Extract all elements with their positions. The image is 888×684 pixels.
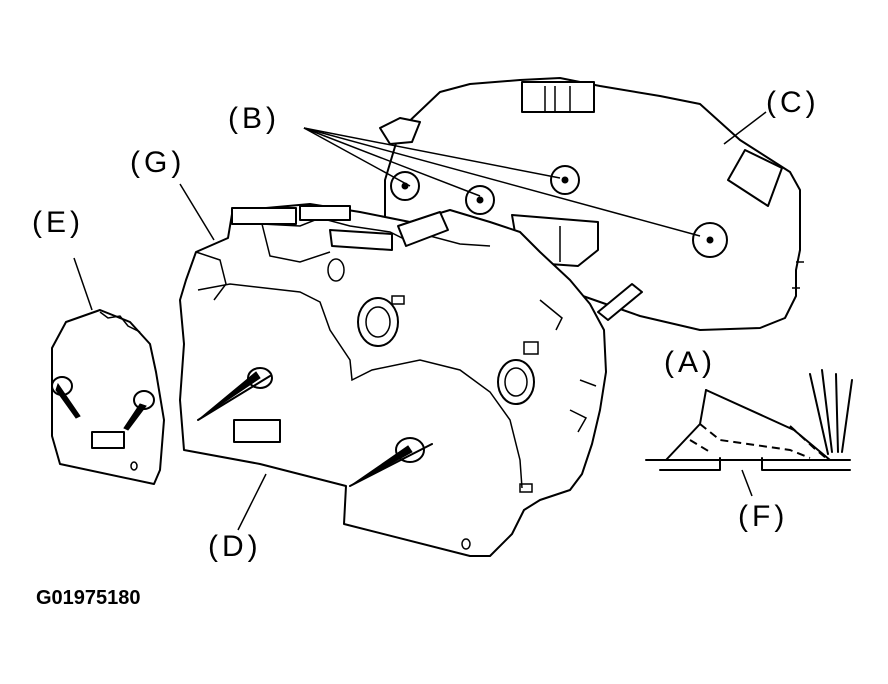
bulb-socket: [550, 165, 580, 195]
callout-e: (E): [32, 206, 84, 239]
callout-f: (F): [738, 500, 788, 533]
gauge-needle-center: [349, 437, 433, 487]
bulb-socket: [465, 185, 495, 215]
sub-gauge-plate: [51, 309, 165, 485]
callout-c: (C): [766, 86, 820, 119]
needle-detail: [645, 369, 853, 471]
figure-id: G01975180: [36, 587, 141, 609]
lcd-window: [233, 419, 281, 443]
gauge-needle-e-right: [123, 390, 155, 431]
callout-b: (B): [228, 102, 280, 135]
callout-g: (G): [130, 146, 185, 179]
gauge-needle-e-left: [51, 376, 81, 419]
callout-d: (D): [208, 530, 262, 563]
gauge-needle-left: [197, 367, 273, 421]
meter-case: [179, 203, 607, 557]
lcd-window: [91, 431, 125, 449]
bulb-socket: [692, 222, 728, 258]
bulb-socket: [390, 171, 420, 201]
callout-a: (A): [664, 346, 716, 379]
leader-lines: [73, 111, 767, 531]
